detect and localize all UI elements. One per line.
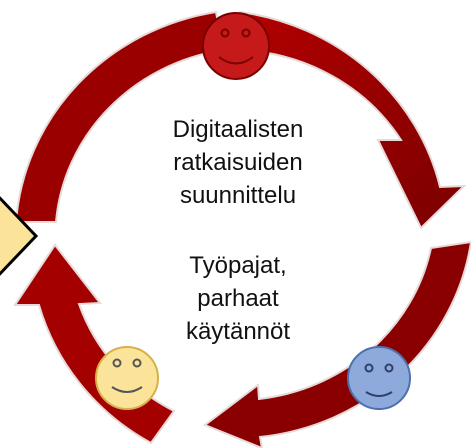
center-subtitle-line: Työpajat, (189, 252, 287, 279)
smiley-face-yellow-icon (95, 346, 159, 410)
center-title: Digitaalisten ratkaisuiden suunnittelu (130, 113, 346, 212)
smiley-face-blue-icon (347, 346, 411, 410)
center-subtitle-line: parhaat (197, 285, 279, 312)
center-title-line: Digitaalisten (172, 116, 304, 143)
center-subtitle: Työpajat, parhaat käytännöt (130, 249, 346, 348)
cycle-arrow-top-right (239, 10, 467, 230)
center-subtitle-line: käytännöt (185, 318, 291, 345)
diamond-shape (0, 196, 39, 276)
cycle-arc-top-left (14, 10, 225, 223)
cycle-arrow-bottom-right (202, 240, 471, 448)
center-title-line: suunnittelu (179, 182, 297, 209)
center-title-line: ratkaisuiden (173, 149, 303, 176)
smiley-face-red-icon (202, 12, 270, 80)
